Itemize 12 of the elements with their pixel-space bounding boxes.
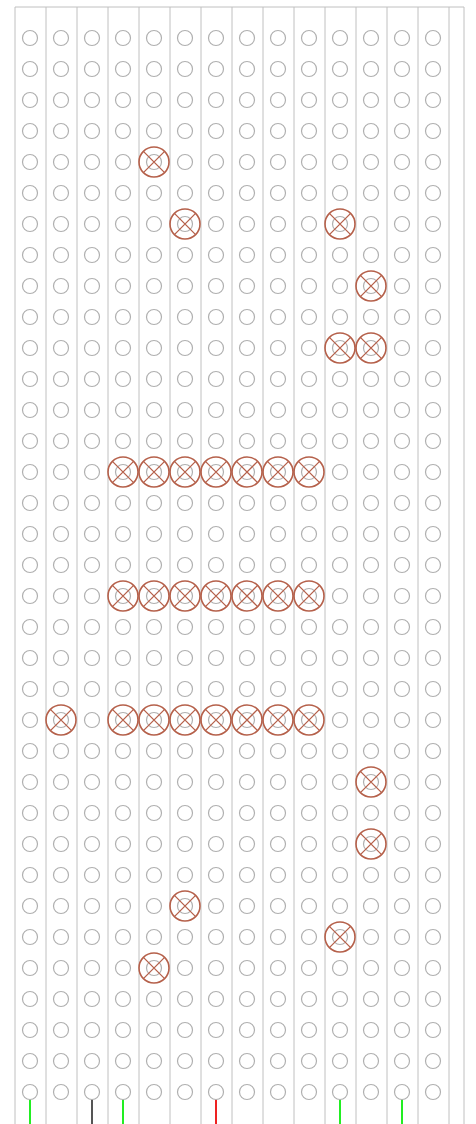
hole	[21, 1083, 39, 1101]
wire	[401, 1098, 403, 1124]
hole	[114, 1083, 132, 1101]
wire	[339, 1098, 341, 1124]
hole	[331, 1083, 349, 1101]
wire	[91, 1098, 93, 1124]
wire	[29, 1098, 31, 1124]
hole	[393, 1083, 411, 1101]
wire	[122, 1098, 124, 1124]
hole	[207, 1083, 225, 1101]
wire	[215, 1098, 217, 1124]
hole	[83, 1083, 101, 1101]
